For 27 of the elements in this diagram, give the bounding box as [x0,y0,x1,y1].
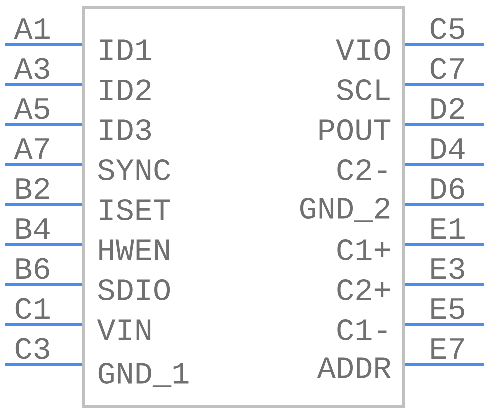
pin-name: HWEN [100,240,170,260]
pin-name: C1- [338,319,387,340]
pin-name: SYNC [98,159,170,180]
pin-number: B6 [16,258,50,280]
pin-number: C3 [16,338,50,360]
pin-name: C1+ [338,239,390,260]
pin-number: B2 [16,178,50,199]
pin-name: ID3 [100,119,152,140]
pin-name: ISET [100,199,170,220]
pin-number: C1 [16,298,50,320]
pin-name: C2- [338,159,387,180]
pin-name: SCL [337,79,390,100]
pin-name: SDIO [98,279,170,300]
pin-name: ID1 [100,40,152,60]
pin-name: GND_1 [98,362,189,388]
pin-number: A3 [14,58,50,80]
pin-number: A7 [14,138,49,159]
pin-number: B4 [16,218,50,239]
pin-name: C2+ [338,279,390,300]
pin-name: VIO [336,39,390,61]
pin-name: VIN [97,320,151,340]
pin-number: A5 [14,98,50,120]
pin-name: POUT [320,119,391,140]
pin-name: GND_2 [300,198,390,222]
pin-number: A1 [14,18,50,39]
pin-name: ID2 [100,80,151,100]
pin-name: ADDR [317,358,391,378]
